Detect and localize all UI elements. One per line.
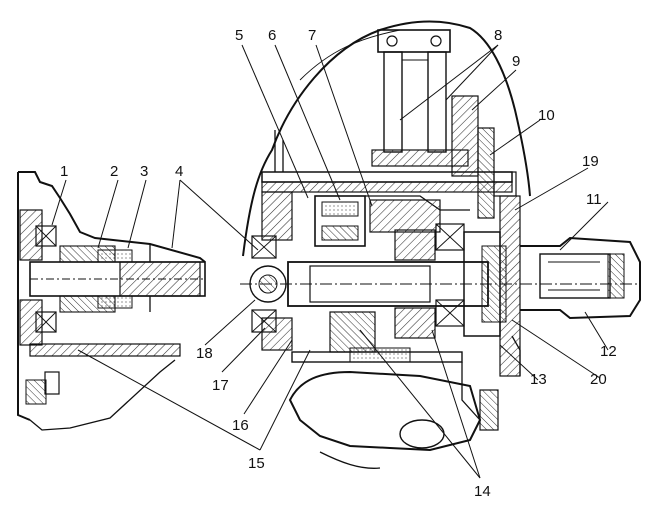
callout-5: 5 [235,27,243,44]
callout-18: 18 [196,345,213,362]
callout-8: 8 [494,27,502,44]
callout-9: 9 [512,53,520,70]
leader-lines [51,44,609,479]
callout-7: 7 [308,27,316,44]
main-housing [240,20,641,469]
callout-13: 13 [530,371,547,388]
callout-4: 4 [175,163,183,180]
callout-3: 3 [140,163,148,180]
callout-16: 16 [232,417,249,434]
left-assembly [17,171,206,431]
callout-1: 1 [60,163,68,180]
callout-labels: 1 2 3 4 5 6 7 8 9 10 11 12 13 14 15 16 1… [60,27,617,500]
callout-20: 20 [590,371,607,388]
callout-14: 14 [474,483,491,500]
callout-19: 19 [582,153,599,170]
callout-10: 10 [538,107,555,124]
callout-17: 17 [212,377,229,394]
callout-15: 15 [248,455,265,472]
callout-12: 12 [600,343,617,360]
callout-6: 6 [268,27,276,44]
callout-2: 2 [110,163,118,180]
callout-11: 11 [586,191,602,208]
